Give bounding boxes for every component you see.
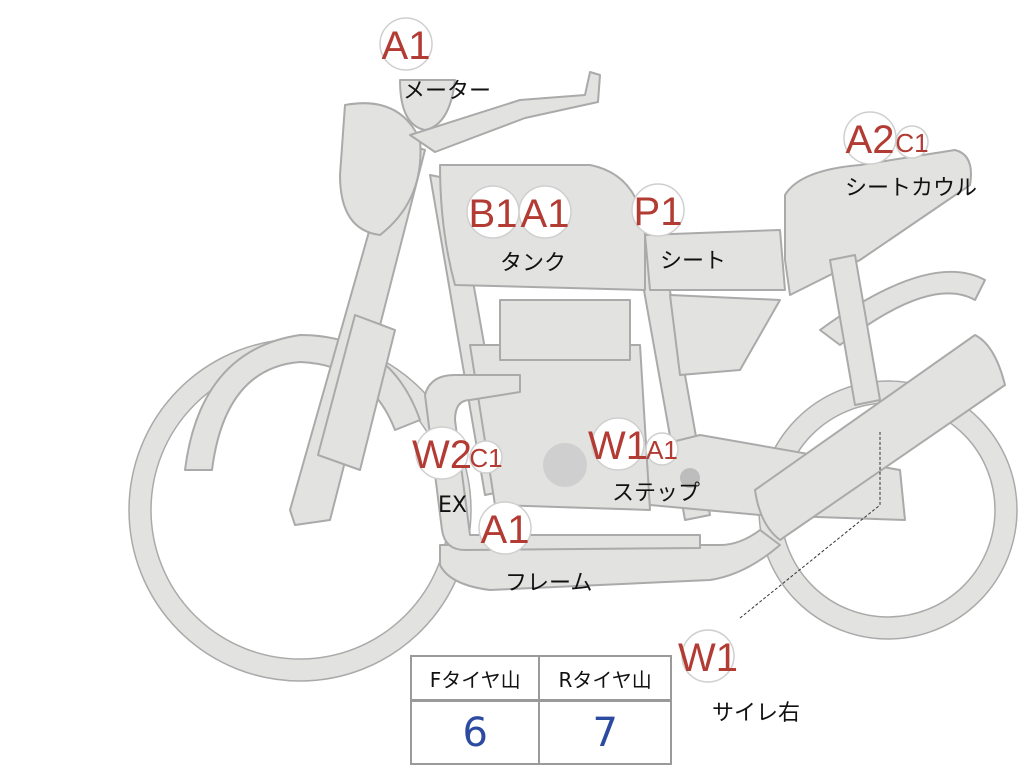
rear-tire-value: 7	[538, 699, 672, 766]
svg-text:W2: W2	[412, 433, 472, 477]
label-silencer-right: サイレ右	[712, 701, 800, 726]
svg-text:A1: A1	[481, 508, 530, 552]
badge-frame-a1: A1	[478, 501, 532, 555]
fork-cover	[317, 314, 396, 471]
svg-text:A1: A1	[521, 192, 570, 236]
label-seat-cowl: シートカウル	[845, 176, 977, 201]
svg-text:C1: C1	[469, 443, 502, 473]
label-meter: メーター	[403, 79, 491, 104]
badge-ex-c1: C1	[469, 440, 503, 474]
badge-seatcowl-a2: A2	[843, 111, 897, 165]
svg-text:P1: P1	[634, 190, 683, 234]
step-peg	[680, 468, 700, 488]
badge-seat-p1: P1	[631, 183, 685, 237]
svg-text:B1: B1	[469, 192, 518, 236]
svg-text:W1: W1	[588, 424, 648, 468]
label-tank: タンク	[500, 251, 566, 276]
svg-text:C1: C1	[895, 128, 928, 158]
badge-silencer-w1: W1	[678, 629, 738, 683]
label-step: ステップ	[612, 481, 700, 506]
seat	[644, 229, 786, 291]
badge-tank-b1: B1	[466, 185, 520, 239]
badge-ex-w2: W2	[412, 426, 472, 480]
svg-text:A1: A1	[646, 435, 678, 465]
handlebar	[409, 71, 601, 153]
svg-text:A1: A1	[382, 24, 431, 68]
label-ex: EX	[438, 493, 467, 518]
label-seat: シート	[660, 249, 726, 274]
rear-shock	[829, 254, 881, 406]
front-tire-header: Fタイヤ山	[409, 655, 541, 703]
badge-seatcowl-c1: C1	[895, 125, 929, 159]
front-tire-value: 6	[409, 699, 541, 766]
svg-text:A2: A2	[846, 118, 895, 162]
engine-cylinder	[499, 299, 631, 361]
engine-cover	[543, 443, 587, 487]
label-frame: フレーム	[505, 571, 592, 596]
svg-text:W1: W1	[678, 636, 738, 680]
side-cover	[669, 294, 781, 376]
badge-step-a1: A1	[645, 432, 679, 466]
headlight	[339, 102, 422, 236]
exhaust-pipe	[424, 374, 701, 551]
badge-step-w1: W1	[588, 417, 648, 471]
rear-tire-header: Rタイヤ山	[538, 655, 672, 703]
meter	[399, 79, 456, 131]
badge-meter-a1: A1	[379, 17, 433, 71]
tire-tread-table: Fタイヤ山 Rタイヤ山 6 7	[409, 655, 672, 766]
badge-tank-a1: A1	[518, 185, 572, 239]
